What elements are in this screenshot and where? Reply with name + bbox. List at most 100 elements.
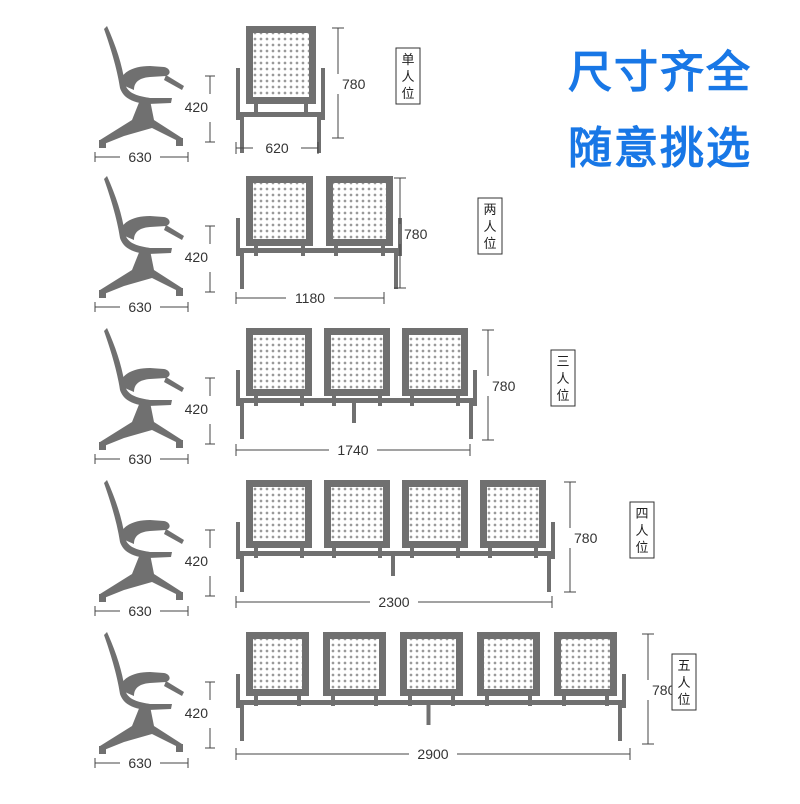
seat-count-label-box xyxy=(671,653,697,711)
seat-count-label-char: 三 xyxy=(556,355,569,370)
side-depth-value: 630 xyxy=(128,755,152,771)
seat-count-label-char: 人 xyxy=(677,676,690,691)
chair-foot-left xyxy=(99,442,106,450)
chair-foot-left xyxy=(99,746,106,754)
chair-base-leg-shape xyxy=(100,100,182,144)
seat-count-label-char: 五 xyxy=(677,659,690,674)
chair-base-leg-shape xyxy=(100,706,182,750)
seat-perforated-panel xyxy=(409,487,461,541)
seat-count-label-char: 位 xyxy=(556,389,569,404)
seat-count-label-box xyxy=(395,47,421,105)
support-beam xyxy=(238,248,401,253)
support-beam xyxy=(238,700,625,705)
side-depth-value: 630 xyxy=(128,603,152,619)
headline-line-2: 随意挑选 xyxy=(568,123,752,174)
leg-left xyxy=(240,403,244,439)
seat-perforated-panel xyxy=(331,335,383,389)
chair-arm-tip-shape xyxy=(164,681,184,696)
chair-backrest-shape xyxy=(104,176,172,254)
seat-post-left xyxy=(254,104,258,114)
chair-arm-tip-shape xyxy=(164,75,184,90)
leg-right xyxy=(469,403,473,439)
seat-perforated-panel xyxy=(253,487,305,541)
front-width-value: 620 xyxy=(265,140,289,156)
front-height-value: 780 xyxy=(492,378,516,394)
chair-arm-tip-shape xyxy=(164,529,184,544)
seat-count-label-char: 单 xyxy=(401,53,414,68)
seat-perforated-panel xyxy=(253,639,302,689)
seat-perforated-panel xyxy=(409,335,461,389)
chair-foot-left xyxy=(99,594,106,602)
side-depth-value: 630 xyxy=(128,149,152,165)
chair-armrest-shape xyxy=(120,66,170,90)
chair-backrest-shape xyxy=(104,632,172,710)
seat-count-label-char: 四 xyxy=(635,507,648,522)
armrest-left xyxy=(236,522,240,559)
seat-perforated-panel xyxy=(330,639,379,689)
chair-foot-left xyxy=(99,290,106,298)
side-height-value: 420 xyxy=(185,705,209,721)
armrest-left xyxy=(236,218,240,256)
seat-count-label-box xyxy=(477,197,503,255)
chair-side-view-icon xyxy=(99,26,184,148)
chair-front-view-icon xyxy=(236,176,402,289)
leg-right xyxy=(618,705,622,741)
side-height-value: 420 xyxy=(185,99,209,115)
chair-armrest-shape xyxy=(120,368,170,392)
seat-perforated-panel xyxy=(487,487,539,541)
seat-count-label-box xyxy=(550,349,576,407)
side-depth-value: 630 xyxy=(128,299,152,315)
leg-left xyxy=(240,705,244,741)
seat-count-label-char: 人 xyxy=(635,524,648,539)
chair-backrest-shape xyxy=(104,328,172,406)
front-height-value: 780 xyxy=(652,682,676,698)
chair-foot-right xyxy=(176,744,183,752)
chair-side-view-icon xyxy=(99,176,184,298)
support-beam xyxy=(238,112,324,117)
chair-base-leg-shape xyxy=(100,402,182,446)
chair-foot-right xyxy=(176,440,183,448)
chair-backrest-shape xyxy=(104,26,172,104)
chair-arm-tip-shape xyxy=(164,225,184,240)
chair-foot-right xyxy=(176,288,183,296)
seat-post-right xyxy=(304,104,308,114)
seat-perforated-panel xyxy=(407,639,456,689)
side-height-value: 420 xyxy=(185,553,209,569)
seat-count-label-char: 位 xyxy=(483,237,496,252)
chair-armrest-shape xyxy=(120,216,170,240)
leg-center xyxy=(391,556,395,576)
seat-perforated-panel xyxy=(333,183,386,239)
seat-perforated-panel xyxy=(253,33,309,97)
chair-armrest-shape xyxy=(120,672,170,696)
seat-count-label-char: 人 xyxy=(556,372,569,387)
chair-base-leg-shape xyxy=(100,250,182,294)
chair-front-view-icon xyxy=(236,328,477,439)
side-height-value: 420 xyxy=(185,249,209,265)
leg-right xyxy=(317,117,321,153)
seat-count-label-char: 人 xyxy=(401,70,414,85)
chair-side-view-icon xyxy=(99,632,184,754)
support-beam xyxy=(238,551,554,556)
chair-armrest-shape xyxy=(120,520,170,544)
armrest-left xyxy=(236,370,240,406)
leg-right xyxy=(394,253,398,289)
seat-count-label-char: 两 xyxy=(483,203,496,218)
front-width-value: 2300 xyxy=(378,594,409,610)
seat-count-label-char: 位 xyxy=(677,693,690,708)
armrest-right xyxy=(398,218,402,256)
chair-backrest-shape xyxy=(104,480,172,558)
armrest-right xyxy=(473,370,477,406)
seat-count-label-char: 人 xyxy=(483,220,496,235)
leg-right xyxy=(547,556,551,592)
chair-front-view-icon xyxy=(236,480,555,592)
front-height-value: 780 xyxy=(342,76,366,92)
leg-center xyxy=(352,403,356,423)
seat-perforated-panel xyxy=(253,335,305,389)
leg-center xyxy=(426,705,431,725)
leg-left xyxy=(240,117,244,153)
